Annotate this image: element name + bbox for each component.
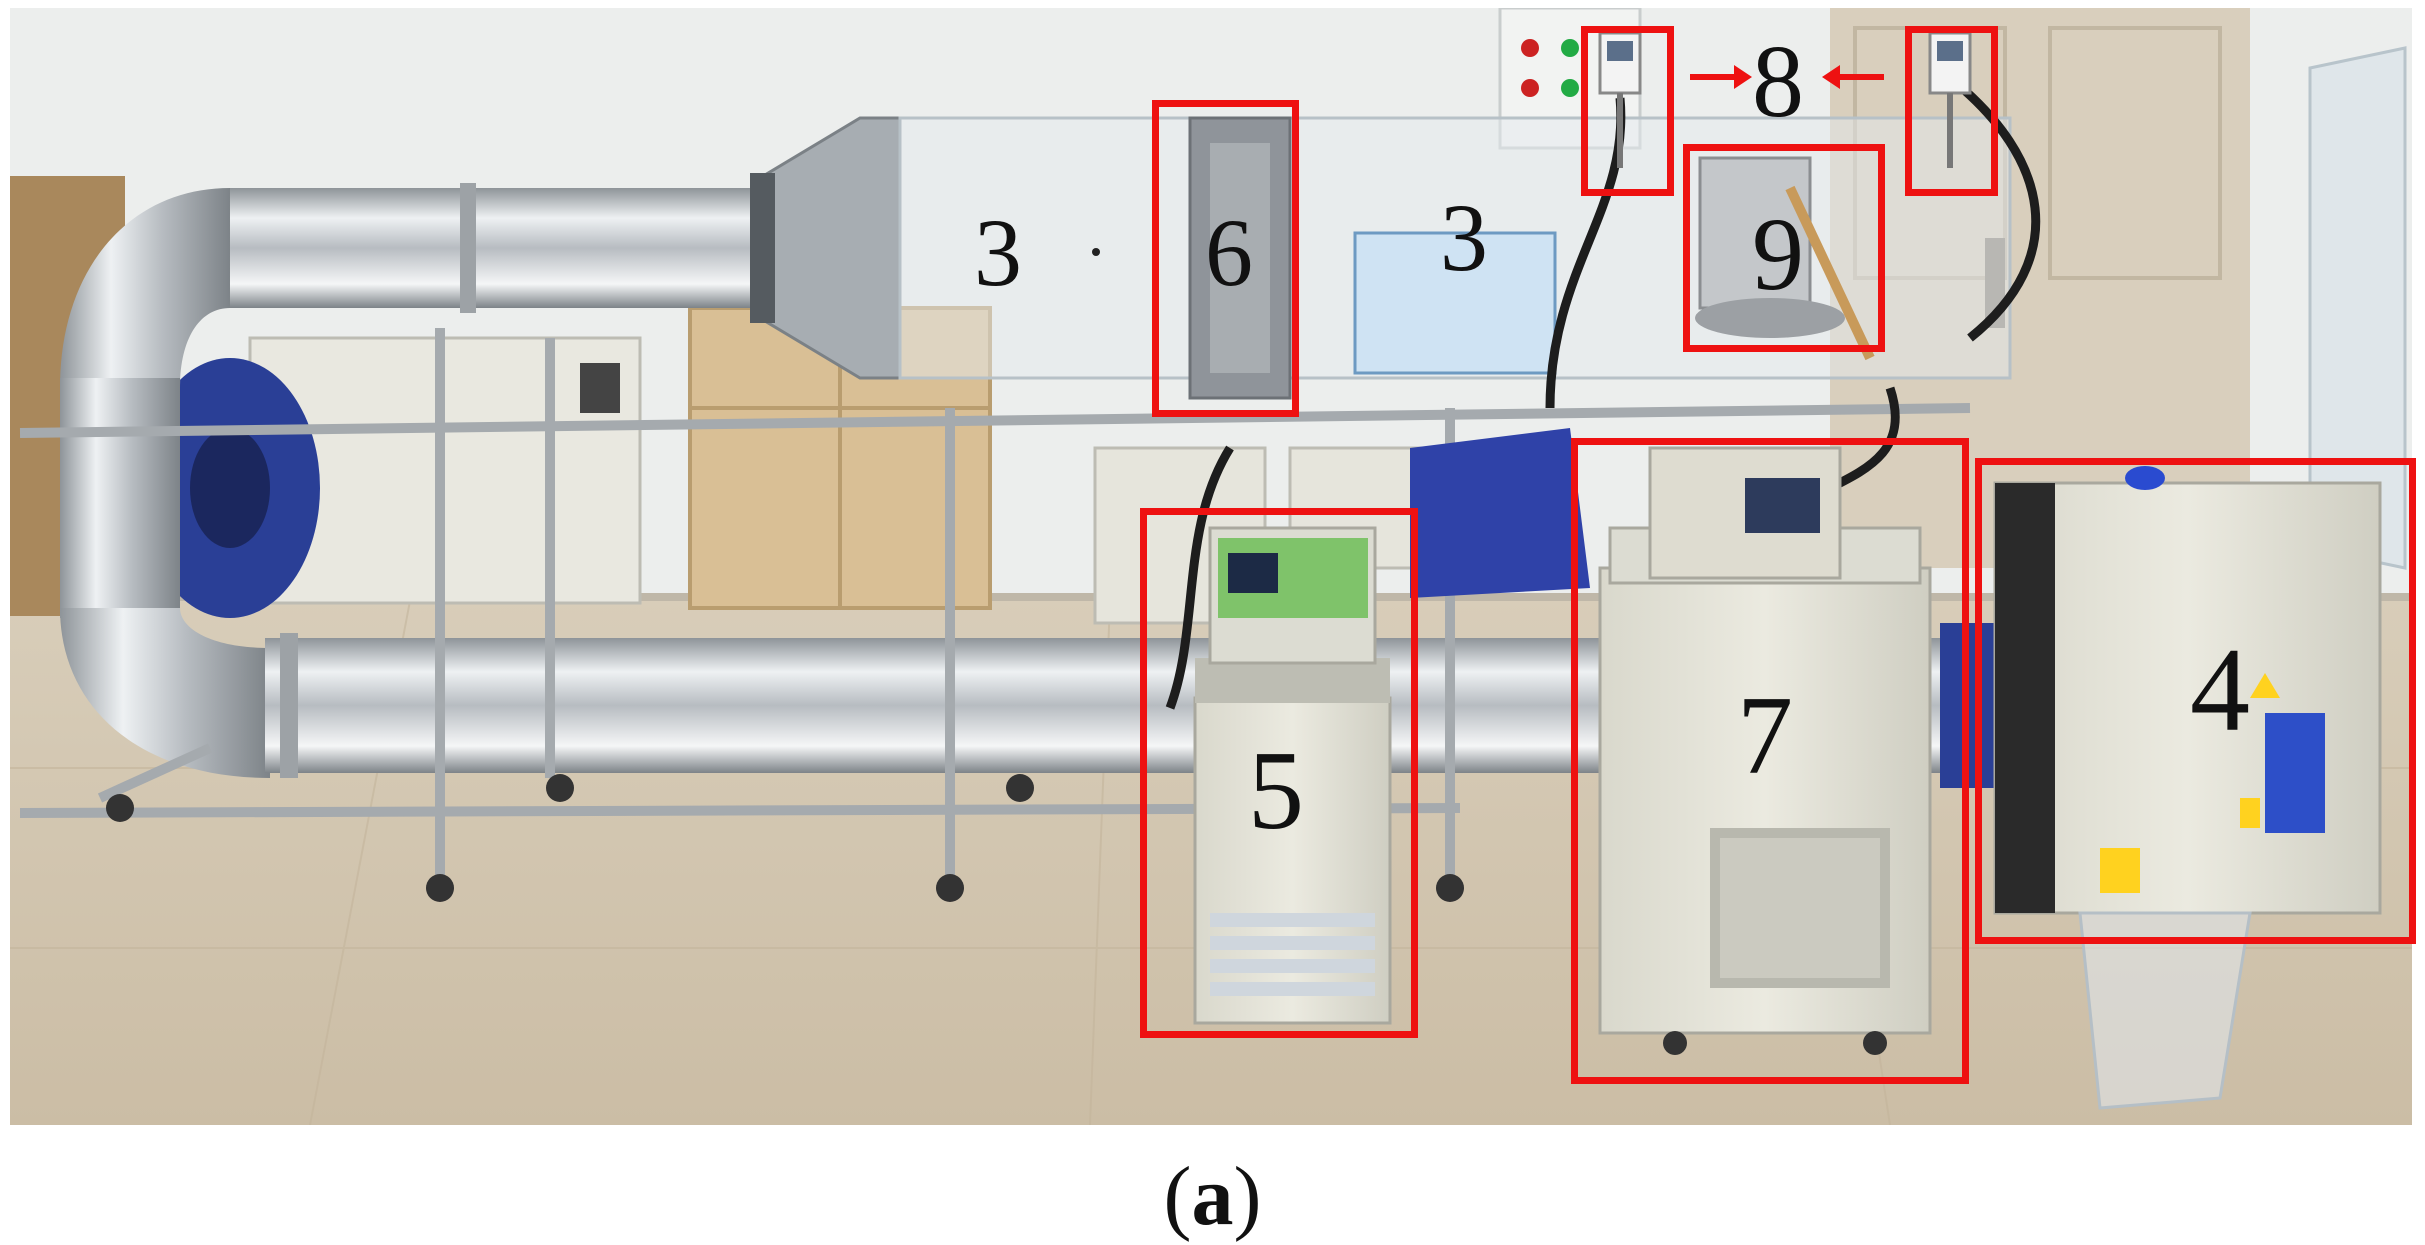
highlight-box-9: [1683, 144, 1885, 352]
upper-pipe: [230, 188, 760, 308]
caption-open-paren: (: [1163, 1150, 1192, 1243]
highlight-box-4: [1975, 458, 2416, 944]
highlight-box-7: [1571, 438, 1969, 1084]
highlight-box-6: [1152, 100, 1299, 417]
label-3-left: 3: [974, 199, 1022, 306]
label-9: 9: [1752, 197, 1804, 312]
label-8: 8: [1752, 24, 1804, 139]
experiment-photo: [10, 8, 2412, 1125]
arrow-left-to-8: [1690, 65, 1752, 89]
figure-caption: (a): [0, 1148, 2425, 1245]
caption-close-paren: ): [1233, 1150, 1262, 1243]
label-6: 6: [1205, 199, 1253, 306]
label-3-right: 3: [1440, 184, 1488, 291]
highlight-box-5: [1140, 508, 1418, 1038]
caption-letter: a: [1191, 1150, 1234, 1243]
highlight-box-8-left: [1581, 26, 1674, 196]
label-4: 4: [2190, 623, 2250, 756]
dot-marker: [1092, 248, 1100, 256]
label-7: 7: [1737, 674, 1793, 798]
photo-illustration: [10, 8, 2412, 1125]
power-unit-4: [1993, 481, 2382, 915]
arrow-right-to-8: [1822, 65, 1884, 89]
label-5: 5: [1248, 729, 1304, 853]
highlight-box-8-right: [1905, 26, 1998, 196]
